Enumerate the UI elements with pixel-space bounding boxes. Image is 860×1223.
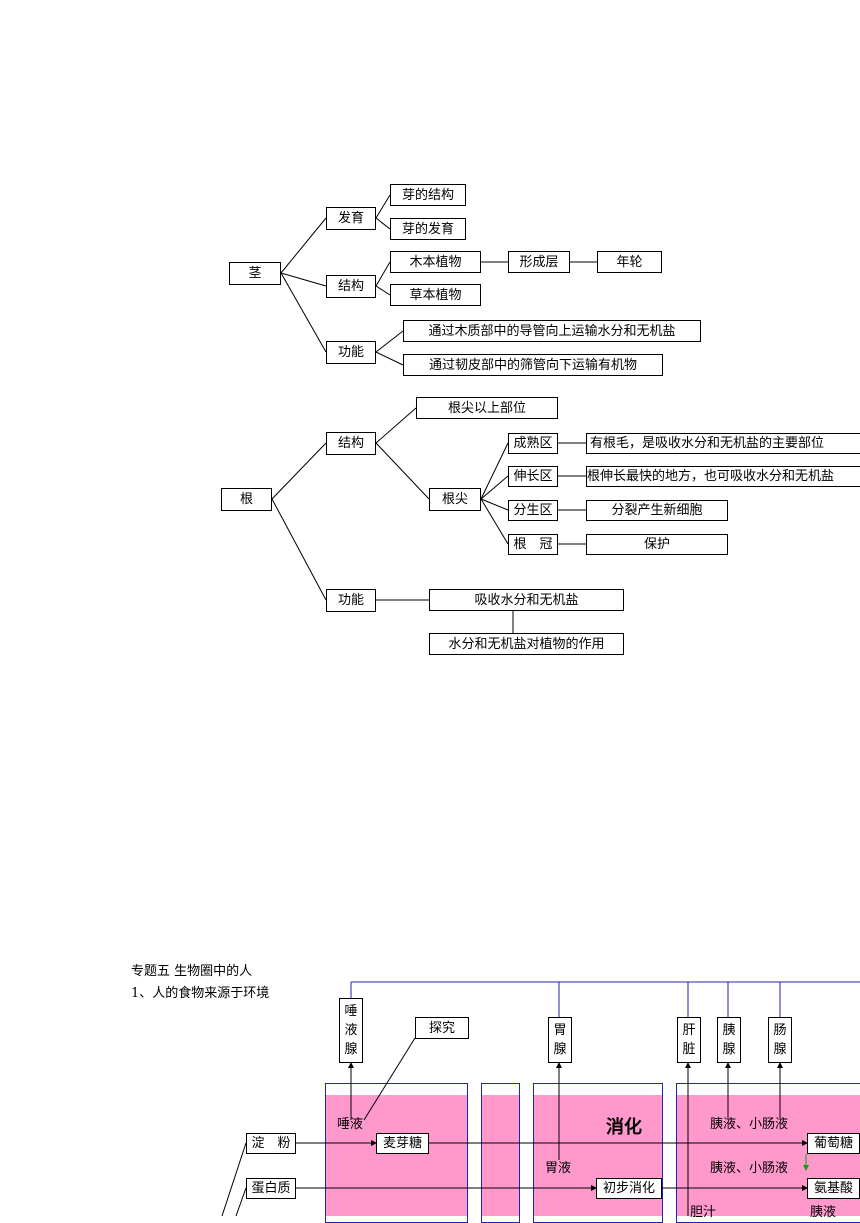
maltose-box: 麦芽糖 bbox=[376, 1133, 429, 1154]
digestion-title: 消化 bbox=[606, 1117, 642, 1138]
stem-annual-ring-node: 年轮 bbox=[597, 251, 662, 273]
stem-structure-node: 结构 bbox=[326, 275, 376, 298]
root-function-node: 功能 bbox=[326, 589, 376, 612]
pancreatic-juice-label: 胰液 bbox=[810, 1205, 837, 1220]
root-zone-meristem: 分生区 bbox=[508, 500, 558, 521]
stem-woody-node: 木本植物 bbox=[390, 251, 481, 273]
stem-function-up-node: 通过木质部中的导管向上运输水分和无机盐 bbox=[403, 320, 701, 342]
root-tip-node: 根尖 bbox=[429, 488, 481, 511]
saliva-label: 唾液 bbox=[337, 1117, 364, 1132]
root-zone-mature-desc: 有根毛，是吸收水分和无机盐的主要部位 bbox=[586, 433, 860, 454]
intestinal-gland-box: 肠腺 bbox=[768, 1017, 792, 1063]
pancreas-box: 胰腺 bbox=[717, 1017, 741, 1063]
root-absorb-node: 吸收水分和无机盐 bbox=[429, 589, 624, 611]
root-zone-cap-desc: 保护 bbox=[586, 534, 728, 555]
pancreatic-intestinal-juice-2: 胰液、小肠液 bbox=[710, 1161, 789, 1176]
root-effect-node: 水分和无机盐对植物的作用 bbox=[429, 633, 624, 655]
root-zone-mature: 成熟区 bbox=[508, 433, 558, 454]
root-root-node: 根 bbox=[221, 488, 272, 511]
root-zone-cap: 根 冠 bbox=[508, 534, 558, 555]
stem-develop-node: 发育 bbox=[326, 207, 376, 230]
stem-cambium-node: 形成层 bbox=[508, 251, 570, 273]
bile-label: 胆汁 bbox=[690, 1205, 717, 1220]
root-zone-meristem-desc: 分裂产生新细胞 bbox=[586, 500, 728, 521]
stem-function-node: 功能 bbox=[326, 341, 376, 364]
root-above-tip-node: 根尖以上部位 bbox=[416, 397, 558, 419]
topic-heading: 专题五 生物圈中的人 bbox=[131, 964, 253, 979]
pancreatic-intestinal-juice-1: 胰液、小肠液 bbox=[710, 1117, 789, 1132]
gastric-gland-box: 胃腺 bbox=[548, 1017, 572, 1063]
stem-root-node: 茎 bbox=[229, 262, 281, 285]
amino-acid-box: 氨基酸 bbox=[807, 1178, 860, 1199]
protein-box: 蛋白质 bbox=[246, 1178, 296, 1199]
explore-box: 探究 bbox=[415, 1017, 469, 1039]
stem-bud-develop-node: 芽的发育 bbox=[390, 218, 466, 240]
stem-bud-structure-node: 芽的结构 bbox=[390, 184, 466, 206]
stem-function-down-node: 通过韧皮部中的筛管向下运输有机物 bbox=[403, 354, 663, 376]
starch-box: 淀 粉 bbox=[246, 1133, 296, 1154]
glucose-box: 葡萄糖 bbox=[807, 1133, 860, 1154]
root-zone-elongation: 伸长区 bbox=[508, 466, 558, 487]
root-structure-node: 结构 bbox=[326, 432, 376, 455]
liver-box: 肝脏 bbox=[677, 1017, 701, 1063]
root-zone-elongation-desc: 根伸长最快的地方，也可吸收水分和无机盐 bbox=[586, 466, 860, 487]
digestion-zone-mouth bbox=[325, 1095, 468, 1216]
stem-herb-node: 草本植物 bbox=[390, 284, 481, 306]
topic-subheading: 1、人的食物来源于环境 bbox=[131, 986, 270, 1001]
gastric-juice-label: 胃液 bbox=[545, 1161, 572, 1176]
digestion-zone-esophagus bbox=[481, 1095, 520, 1216]
initial-digestion-box: 初步消化 bbox=[596, 1178, 662, 1199]
salivary-gland-box: 唾液腺 bbox=[339, 998, 363, 1063]
